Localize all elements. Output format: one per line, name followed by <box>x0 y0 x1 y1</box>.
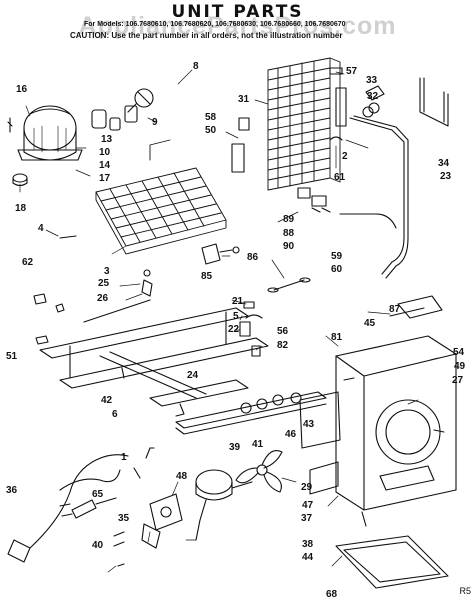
callout: 86 <box>247 252 259 263</box>
callout: 85 <box>201 271 213 282</box>
callout: 61 <box>334 172 346 183</box>
page-title: UNIT PARTS <box>171 2 304 22</box>
callout: 35 <box>118 513 130 524</box>
callout: 17 <box>99 173 111 184</box>
watermark: AppliancePartsPros.com <box>78 12 397 40</box>
callout: 47 <box>302 500 314 511</box>
drain-pan <box>335 535 449 589</box>
order-note: CAUTION: Use the part number in all orde… <box>70 31 343 40</box>
callout: 36 <box>6 485 18 496</box>
callout: 42 <box>101 395 113 406</box>
callout: 5 <box>233 311 239 322</box>
compressor <box>17 105 83 161</box>
callout: 38 <box>302 539 314 550</box>
condenser-coil <box>95 139 227 255</box>
callout: 16 <box>16 84 28 95</box>
callout: 82 <box>277 340 289 351</box>
callout: 2 <box>342 151 348 162</box>
callout: 4 <box>38 223 44 234</box>
callout: 68 <box>326 589 338 600</box>
fan-shroud <box>299 335 457 511</box>
model-list: For Models: 106.7680610, 106.7680620, 10… <box>84 21 346 28</box>
callout: 46 <box>285 429 297 440</box>
fan-blade <box>235 450 283 493</box>
callout: 23 <box>440 171 452 182</box>
relay-overload <box>91 88 154 131</box>
tubing <box>339 77 449 319</box>
callout: 65 <box>92 489 104 500</box>
callout: 34 <box>438 158 450 169</box>
callout: 88 <box>283 228 295 239</box>
callout: 60 <box>331 264 343 275</box>
brackets <box>33 293 263 357</box>
leader-lines <box>19 69 439 573</box>
wire-harness <box>7 454 141 563</box>
base-frame <box>39 299 269 417</box>
callout: 56 <box>277 326 289 337</box>
callout: 43 <box>303 419 315 430</box>
callout: 3 <box>104 266 110 277</box>
callout: 48 <box>176 471 188 482</box>
motor-bracket <box>141 493 183 549</box>
callout: 14 <box>99 160 111 171</box>
callout: 25 <box>98 278 110 289</box>
callout: 33 <box>366 75 378 86</box>
callout: 41 <box>252 439 264 450</box>
drain-parts <box>201 243 311 293</box>
callout: 37 <box>301 513 313 524</box>
callout: 49 <box>454 361 466 372</box>
callout: 1 <box>121 452 127 463</box>
callout: 90 <box>283 241 295 252</box>
callout: 27 <box>452 375 464 386</box>
callout: 50 <box>205 125 217 136</box>
callout: 21 <box>232 296 244 307</box>
evaporator <box>267 57 341 191</box>
callout: 10 <box>99 147 111 158</box>
callout: 8 <box>193 61 199 72</box>
callout: 62 <box>22 257 34 268</box>
callout: 39 <box>229 442 241 453</box>
callout: 54 <box>453 347 465 358</box>
hardware <box>7 117 445 567</box>
callout: 57 <box>346 66 358 77</box>
callout: 58 <box>205 112 217 123</box>
callout: 29 <box>301 482 313 493</box>
callout: 59 <box>331 251 343 262</box>
callout: 9 <box>152 117 158 128</box>
corner-mark: R5 <box>459 586 471 596</box>
callout: 31 <box>238 94 250 105</box>
evaporator-parts <box>231 67 385 213</box>
callout: 18 <box>15 203 27 214</box>
callout: 13 <box>101 134 113 145</box>
mounting-rail <box>175 391 327 435</box>
fan-motor <box>195 469 253 541</box>
callout: 26 <box>97 293 109 304</box>
callout: 87 <box>389 304 401 315</box>
callout: 44 <box>302 552 314 563</box>
fan-bracket <box>141 269 153 297</box>
callout: 6 <box>112 409 118 420</box>
callout: 24 <box>187 370 199 381</box>
callout: 32 <box>367 91 379 102</box>
callout: 51 <box>6 351 18 362</box>
callout: 40 <box>92 540 104 551</box>
callout: 45 <box>364 318 376 329</box>
callout: 22 <box>228 324 240 335</box>
callout: 81 <box>331 332 343 343</box>
callout: 89 <box>283 214 295 225</box>
